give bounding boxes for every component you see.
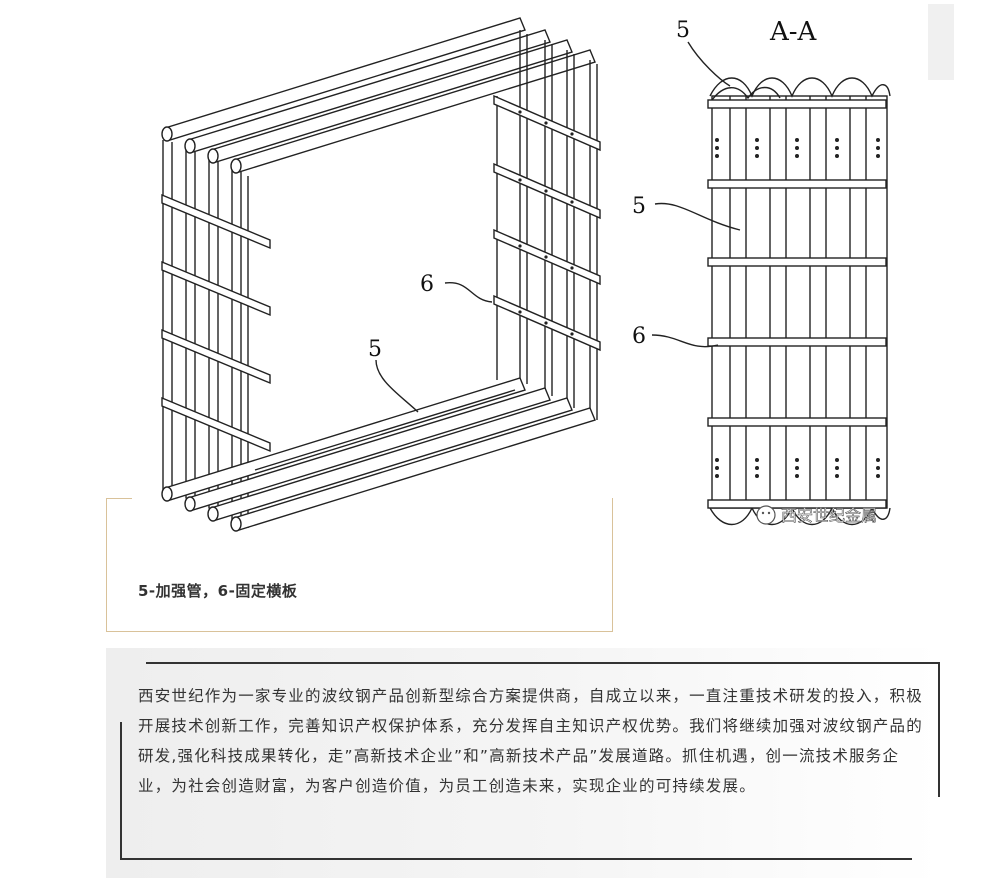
panel-border-top — [146, 662, 940, 664]
section-vertical-ribs — [729, 96, 867, 508]
figure-caption-frame — [106, 498, 613, 632]
leader-line-5-mid — [654, 202, 741, 231]
label-5-section-top: 5 — [676, 18, 690, 43]
panel-border-bottom — [120, 858, 912, 860]
figure-caption: 5-加强管，6-固定横板 — [138, 582, 298, 600]
leader-line-5-top — [687, 41, 731, 87]
frame-3d-drawing — [161, 17, 601, 532]
watermark: 西安世纪金属 — [756, 505, 877, 525]
label-6-section: 6 — [632, 324, 646, 349]
label-6-left: 6 — [420, 272, 434, 297]
right-fixing-plates — [493, 94, 601, 352]
side-tab — [928, 4, 954, 80]
text-panel — [106, 648, 940, 878]
leader-line-6 — [444, 282, 493, 303]
wechat-icon — [756, 505, 776, 525]
panel-border-right — [938, 662, 940, 797]
section-bolts — [715, 138, 880, 478]
section-aa-drawing — [651, 41, 891, 525]
leader-line-5 — [375, 359, 419, 413]
corrugated-top — [709, 77, 891, 98]
left-fixing-plates — [161, 193, 271, 453]
company-description: 西安世纪作为一家专业的波纹钢产品创新型综合方案提供商，自成立以来，一直注重技术研… — [138, 687, 923, 795]
panel-border-left — [120, 722, 122, 860]
leader-line-6-right — [651, 334, 719, 348]
right-posts — [496, 30, 598, 420]
section-title: A-A — [769, 17, 818, 47]
section-horizontal-plates — [707, 99, 887, 509]
watermark-text: 西安世纪金属 — [781, 506, 877, 525]
label-5-section-mid: 5 — [632, 194, 646, 219]
label-5-left: 5 — [368, 337, 382, 362]
top-reinforcement-pipes — [161, 17, 596, 174]
bottom-reinforcement-pipes — [161, 377, 596, 532]
plate-bolts — [518, 110, 574, 336]
